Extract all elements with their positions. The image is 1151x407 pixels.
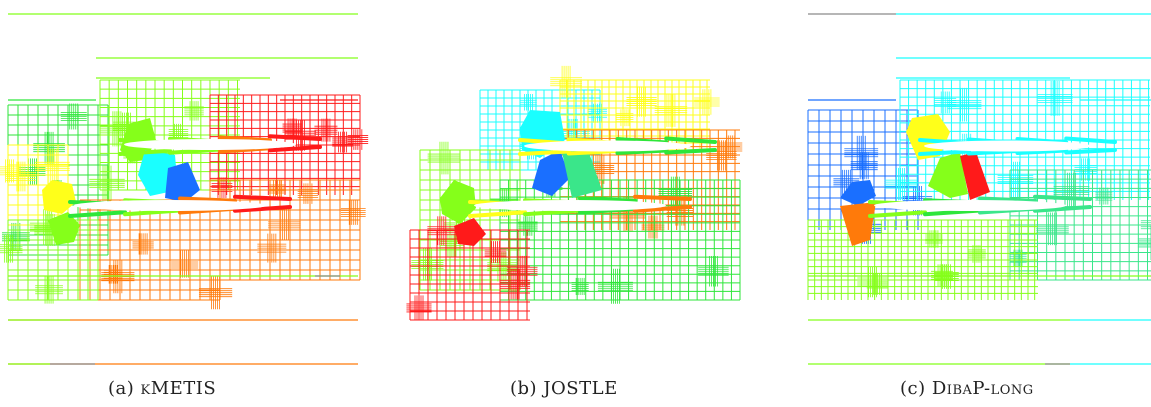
airfoil-lower [468,194,692,218]
mesh-partition-kmetis [0,13,369,365]
mesh-block [79,199,233,310]
airfoil-lower [68,194,292,218]
mesh-partition-dibap-long [807,13,1151,365]
partition-region [532,150,570,196]
partition-region [960,152,990,200]
caption-c-label: (c) [900,378,926,399]
partition-region [165,162,200,202]
caption-c-name: DibaP-long [931,378,1034,399]
mesh-block [550,65,720,151]
caption-c: (c) DibaP-long [900,378,1034,399]
caption-b-name: JOSTLE [543,378,618,399]
partition-region [440,180,476,224]
airfoil-upper [118,134,322,156]
airfoil-lower [868,194,1092,218]
partition-region [454,218,486,246]
mesh-block [0,209,99,304]
mesh-block [1009,169,1151,281]
panel-kmetis [0,0,370,370]
panel-jostle [400,0,770,370]
partition-region [840,180,876,206]
mesh-block [209,179,366,281]
partition-region [840,202,876,246]
airfoil-upper [518,136,717,156]
caption-b: (b) JOSTLE [510,378,618,399]
partition-region [48,212,80,245]
mesh-partition-jostle [406,65,743,321]
mesh-block [807,219,1038,300]
caption-b-label: (b) [510,378,538,399]
partition-region [42,180,76,214]
mesh-block [406,216,538,321]
partition-region [562,150,602,198]
panel-dibap-long [800,0,1151,370]
caption-a-name: κMETIS [140,378,217,399]
partition-region [928,152,968,198]
caption-a: (a) κMETIS [108,378,216,399]
airfoil-upper [918,136,1117,156]
caption-a-label: (a) [108,378,135,399]
